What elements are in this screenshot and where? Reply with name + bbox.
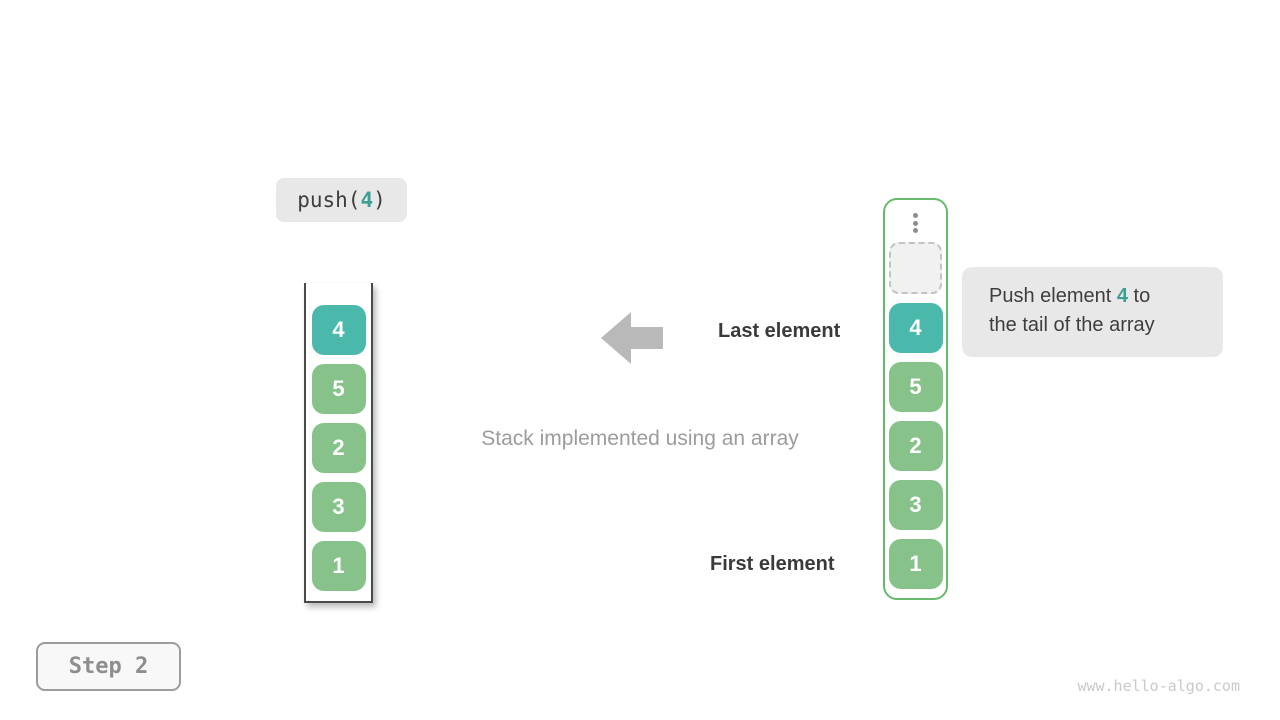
stack-cell: 2 (311, 423, 366, 473)
stack-cell: 1 (888, 539, 943, 589)
stack-cell: 3 (888, 480, 943, 530)
stack-cell: 4 (888, 303, 943, 353)
push-operation-value: 4 (360, 188, 374, 212)
stack-cell: 5 (311, 364, 366, 414)
empty-array-slot (889, 242, 942, 294)
callout-line-2: the tail of the array (989, 314, 1155, 336)
stack-cell: 2 (888, 421, 943, 471)
stack-cell: 1 (311, 541, 366, 591)
callout-line-1: Push element 4 to (989, 285, 1151, 307)
stack-cell: 4 (311, 305, 366, 355)
last-element-label: Last element (718, 320, 841, 342)
stack-cell: 3 (311, 482, 366, 532)
step-badge: Step 2 (36, 642, 181, 691)
vertical-dots-icon (913, 211, 918, 235)
push-operation-label: push(4) (276, 178, 407, 222)
watermark: www.hello-algo.com (1077, 677, 1240, 695)
stack-caption: Stack implemented using an array (481, 427, 799, 450)
push-callout: Push element 4 to the tail of the array (962, 267, 1223, 357)
first-element-label: First element (710, 553, 835, 575)
stack-container-right: 4 5 2 3 1 (883, 198, 948, 600)
stack-cell: 5 (888, 362, 943, 412)
push-operation-suffix: ) (373, 188, 386, 212)
stack-container-left: 4 5 2 3 1 (304, 283, 373, 603)
left-arrow-icon (601, 312, 663, 364)
callout-value: 4 (1116, 285, 1128, 307)
push-operation-prefix: push( (297, 188, 361, 212)
